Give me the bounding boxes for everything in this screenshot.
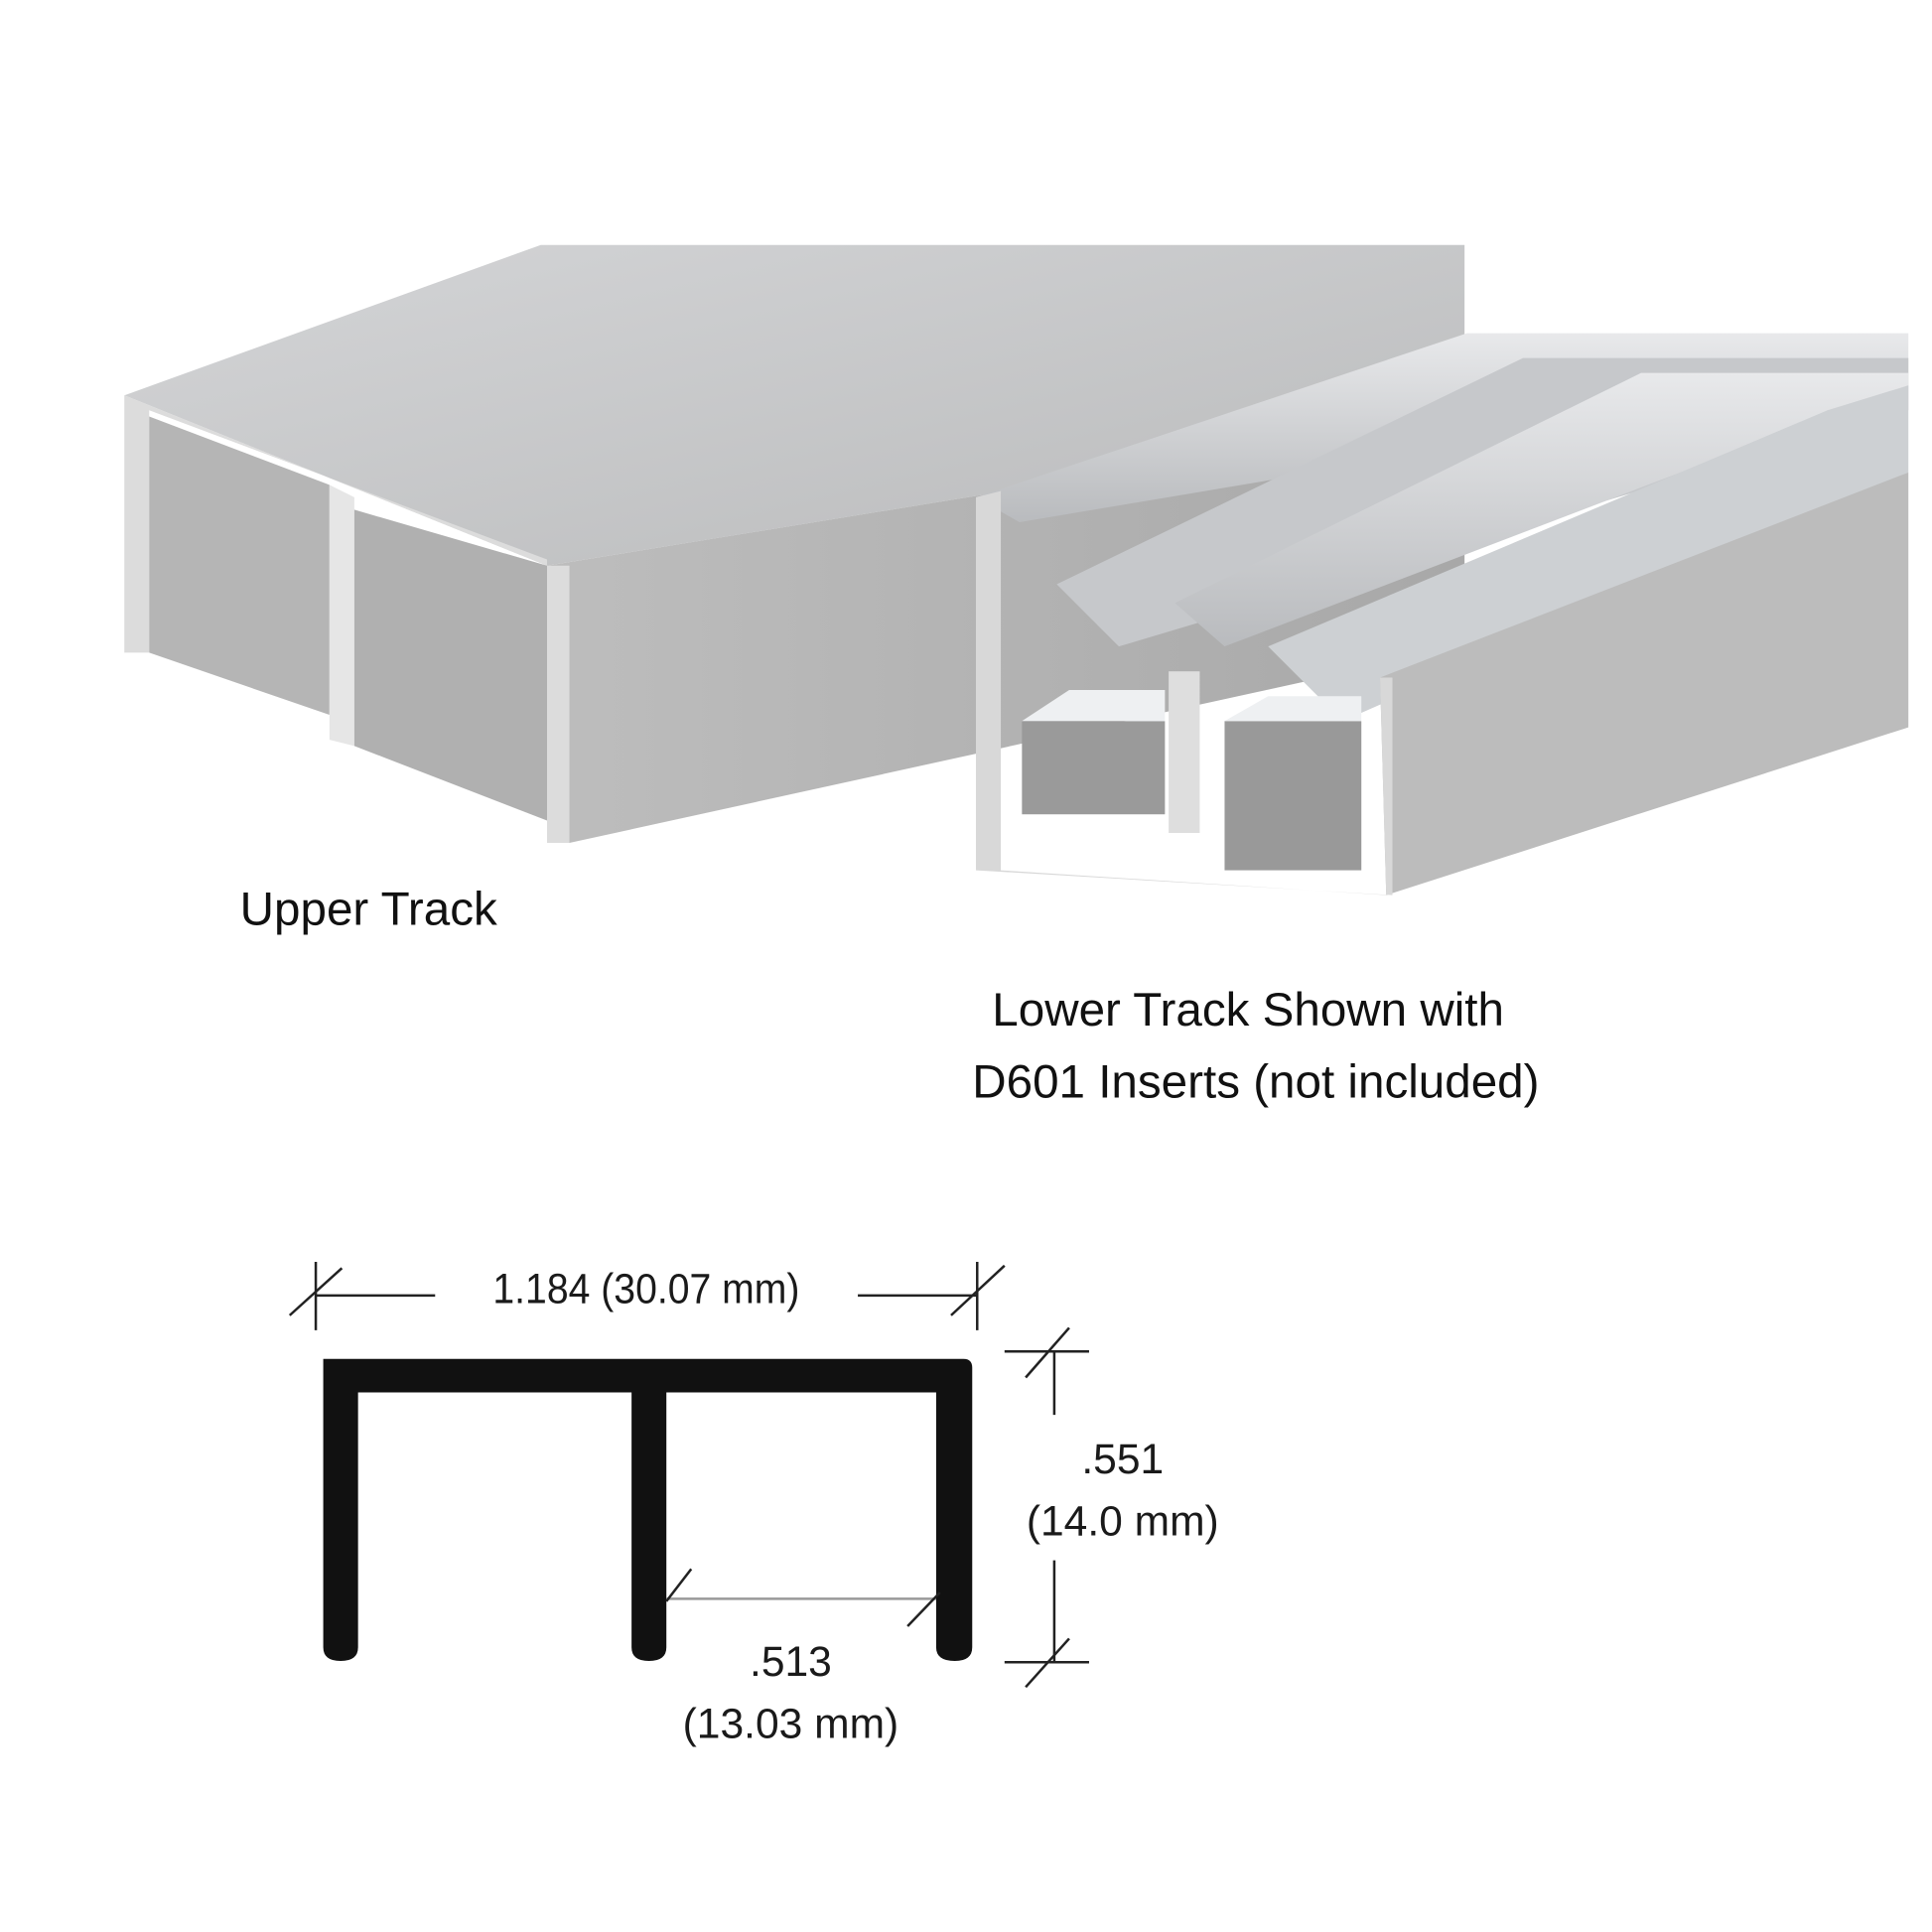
lower-track-caption-line1: Lower Track Shown with (992, 984, 1504, 1036)
upper-track-caption: Upper Track (240, 884, 497, 936)
dimension-lines (288, 1262, 1089, 1689)
channel-dimension-in: .513 (750, 1638, 832, 1686)
lower-track-image (976, 333, 1909, 896)
profile-cross-section (323, 1358, 973, 1662)
height-dimension-in: .551 (1081, 1436, 1164, 1483)
height-dimension-mm: (14.0 mm) (1027, 1498, 1219, 1546)
lower-track-caption-line2: D601 Inserts (not included) (972, 1056, 1539, 1109)
channel-dimension-mm: (13.03 mm) (683, 1701, 899, 1748)
width-dimension: 1.184 (30.07 mm) (492, 1265, 799, 1312)
